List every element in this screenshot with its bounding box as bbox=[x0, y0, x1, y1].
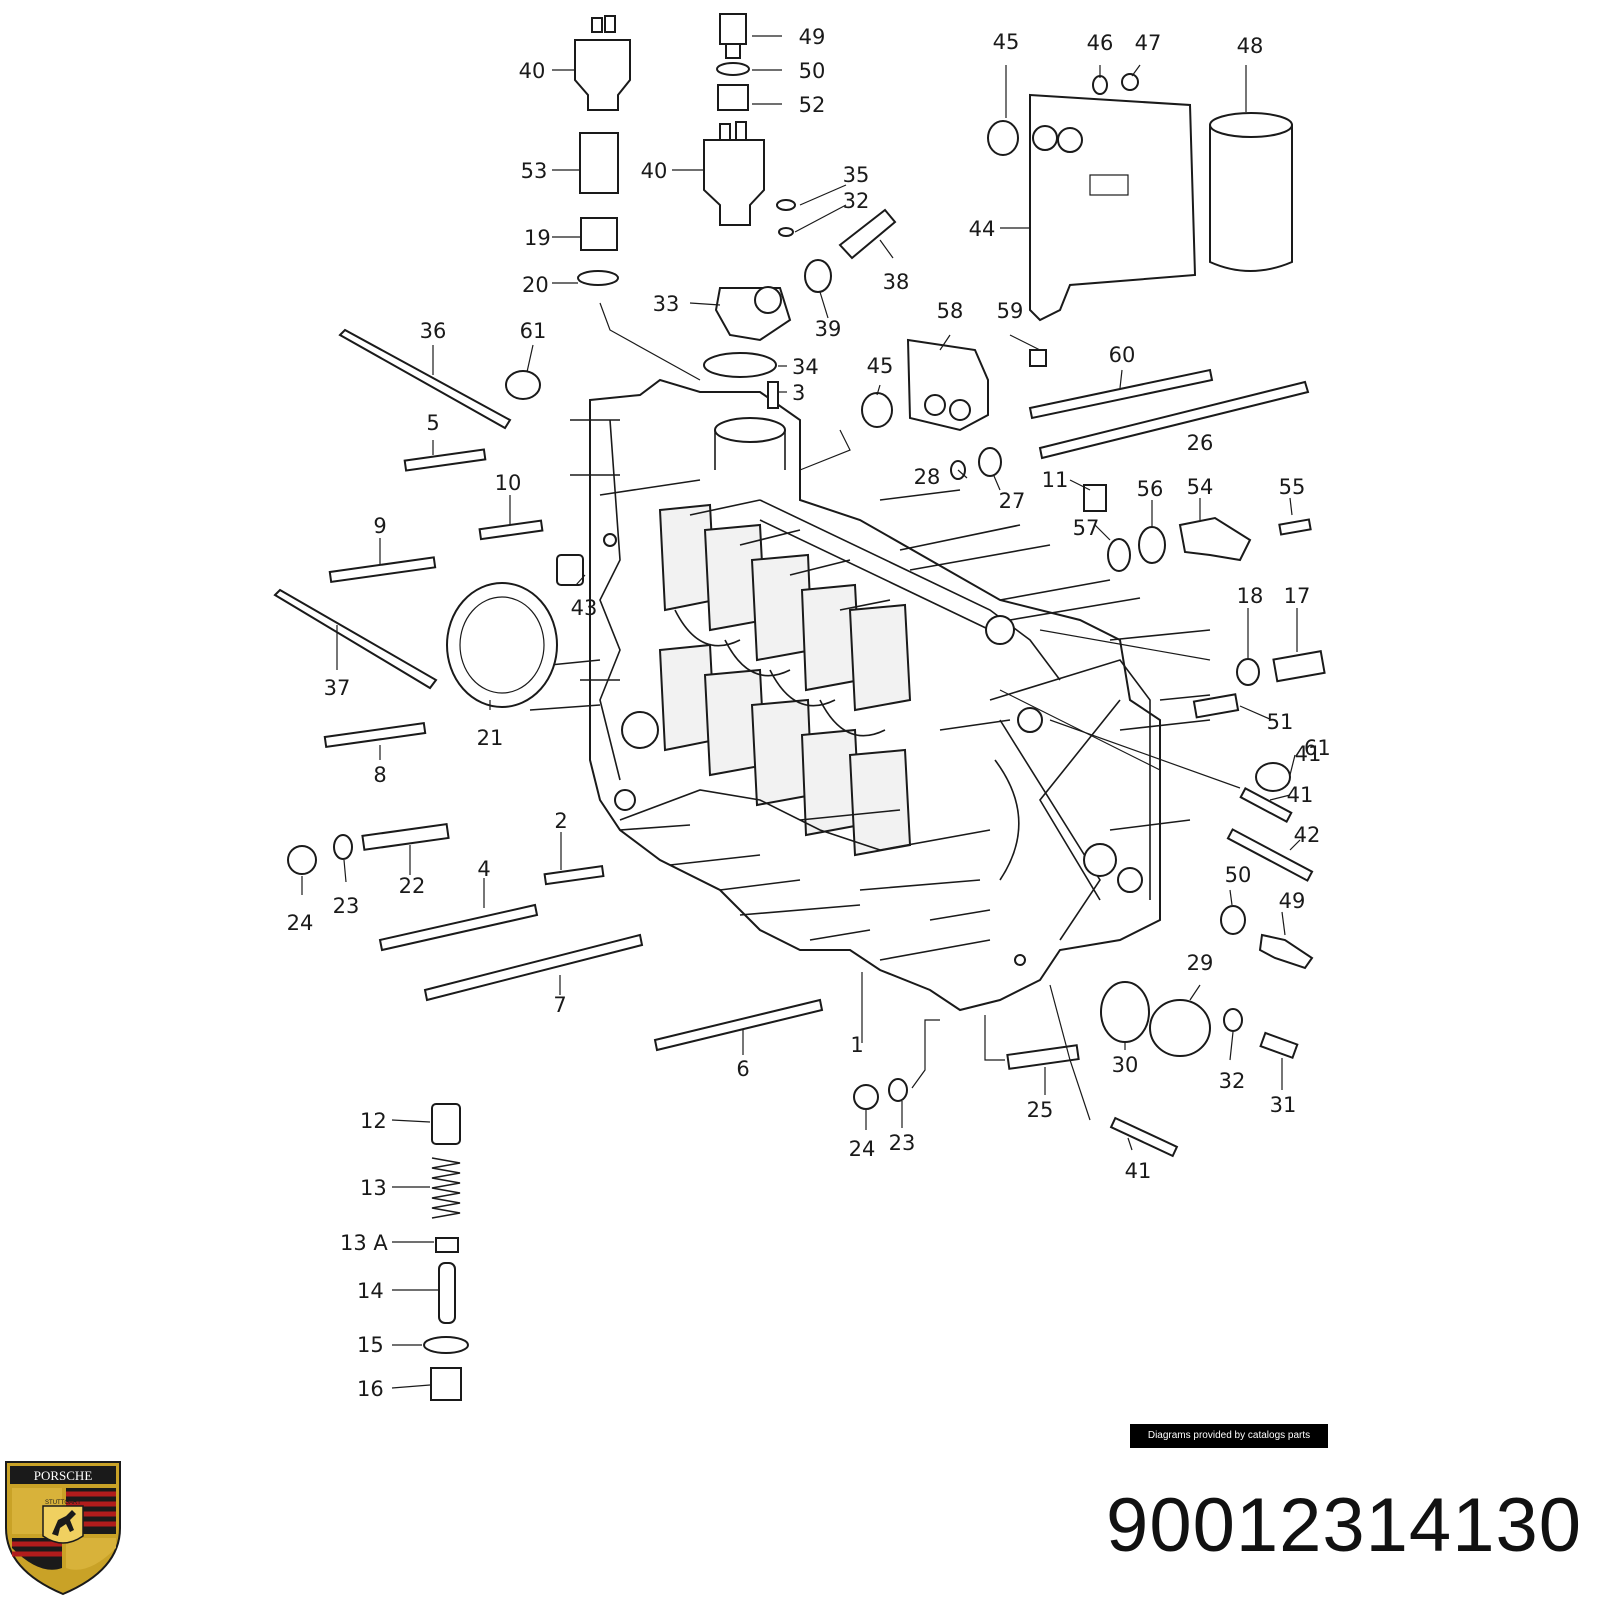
callout: 37 bbox=[324, 676, 351, 700]
callout: 40 bbox=[641, 159, 668, 183]
callout: 14 bbox=[357, 1279, 384, 1303]
callout: 61 bbox=[1304, 736, 1331, 760]
callout: 45 bbox=[993, 30, 1020, 54]
callout: 45 bbox=[867, 354, 894, 378]
callout: 7 bbox=[553, 993, 566, 1017]
callout: 8 bbox=[373, 763, 386, 787]
callout: 1 bbox=[850, 1033, 863, 1057]
callout: 3 bbox=[792, 381, 805, 405]
callout: 50 bbox=[1225, 863, 1252, 887]
callout: 36 bbox=[420, 319, 447, 343]
callout: 15 bbox=[357, 1333, 384, 1357]
callout: 43 bbox=[571, 596, 598, 620]
callout: 30 bbox=[1112, 1053, 1139, 1077]
callout: 38 bbox=[883, 270, 910, 294]
callout: 42 bbox=[1294, 823, 1321, 847]
part-number: 90012314130 bbox=[1106, 1483, 1582, 1568]
crest-name: PORSCHE bbox=[34, 1468, 93, 1483]
callout: 57 bbox=[1073, 516, 1100, 540]
callout: 32 bbox=[1219, 1069, 1246, 1093]
callout: 40 bbox=[519, 59, 546, 83]
callout: 41 bbox=[1287, 783, 1314, 807]
small-parts bbox=[273, 13, 1326, 1401]
callout: 39 bbox=[815, 317, 842, 341]
callout: 54 bbox=[1187, 475, 1214, 499]
callout: 17 bbox=[1284, 584, 1311, 608]
callout: 18 bbox=[1237, 584, 1264, 608]
callout: 53 bbox=[521, 159, 548, 183]
callout: 46 bbox=[1087, 31, 1114, 55]
callout: 34 bbox=[792, 355, 819, 379]
diagram-credit: Diagrams provided by catalogs parts bbox=[1130, 1424, 1328, 1448]
callout: 61 bbox=[520, 319, 547, 343]
callout: 59 bbox=[997, 299, 1024, 323]
callout: 41 bbox=[1125, 1159, 1152, 1183]
crest-city: STUTTGART bbox=[45, 1500, 81, 1506]
callout: 28 bbox=[914, 465, 941, 489]
callout: 49 bbox=[1279, 889, 1306, 913]
callout: 47 bbox=[1135, 31, 1162, 55]
callout: 10 bbox=[495, 471, 522, 495]
callout: 27 bbox=[999, 489, 1026, 513]
callout: 51 bbox=[1267, 710, 1294, 734]
callout: 31 bbox=[1270, 1093, 1297, 1117]
callout: 41 bbox=[1295, 742, 1322, 766]
callout: 23 bbox=[333, 894, 360, 918]
callout: 52 bbox=[799, 93, 826, 117]
callout: 35 bbox=[843, 163, 870, 187]
callout: 56 bbox=[1137, 477, 1164, 501]
callout: 58 bbox=[937, 299, 964, 323]
callout: 2 bbox=[554, 809, 567, 833]
callout: 20 bbox=[522, 273, 549, 297]
callout: 22 bbox=[399, 874, 426, 898]
callout: 12 bbox=[360, 1109, 387, 1133]
callout: 4 bbox=[477, 857, 490, 881]
callout: 50 bbox=[799, 59, 826, 83]
callout: 13 bbox=[360, 1176, 387, 1200]
porsche-crest-icon: PORSCHE STUTTGART bbox=[5, 1461, 121, 1596]
callout: 9 bbox=[373, 514, 386, 538]
callout: 5 bbox=[426, 411, 439, 435]
callout: 11 bbox=[1042, 468, 1069, 492]
callout: 29 bbox=[1187, 951, 1214, 975]
callout: 49 bbox=[799, 25, 826, 49]
callout: 32 bbox=[843, 189, 870, 213]
callout: 23 bbox=[889, 1131, 916, 1155]
leader-lines bbox=[301, 35, 1301, 1389]
callout: 55 bbox=[1279, 475, 1306, 499]
callout: 19 bbox=[524, 226, 551, 250]
callout-labels: 1 2 3 4 5 6 7 8 9 10 11 12 13 13 A 14 15… bbox=[287, 25, 1331, 1401]
crankcase-illustration bbox=[529, 378, 1211, 1012]
callout: 24 bbox=[849, 1137, 876, 1161]
callout: 33 bbox=[653, 292, 680, 316]
callout: 25 bbox=[1027, 1098, 1054, 1122]
callout: 21 bbox=[477, 726, 504, 750]
callout: 6 bbox=[736, 1057, 749, 1081]
callout: 48 bbox=[1237, 34, 1264, 58]
callout: 24 bbox=[287, 911, 314, 935]
callout: 26 bbox=[1187, 431, 1214, 455]
callout: 60 bbox=[1109, 343, 1136, 367]
callout: 16 bbox=[357, 1377, 384, 1401]
callout: 44 bbox=[969, 217, 996, 241]
callout: 13 A bbox=[340, 1231, 388, 1255]
